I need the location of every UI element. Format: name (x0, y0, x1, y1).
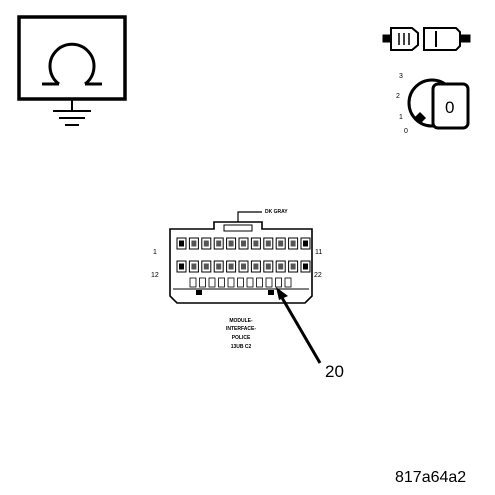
latch-slot (189, 277, 197, 288)
connector-plug-icon (382, 27, 471, 51)
pin-label-12: 12 (151, 272, 159, 279)
cavity-terminal (203, 240, 209, 247)
latch-slot (256, 277, 263, 288)
connector-face (169, 211, 313, 304)
cavity-terminal (303, 263, 308, 270)
cavity-terminal (303, 240, 308, 247)
latch-slot (275, 277, 282, 288)
latch-slot (237, 277, 244, 288)
latch-slot (199, 277, 206, 288)
ignition-position-2: 2 (396, 93, 400, 100)
cavity-terminal (253, 263, 259, 270)
pin-label-1: 1 (153, 249, 157, 256)
figure-id: 817a64a2 (395, 469, 466, 486)
ignition-cylinder-label: 0 (445, 98, 454, 117)
cavity-terminal (278, 240, 284, 247)
ignition-position-1: 1 (399, 114, 403, 121)
cavity-terminal (216, 240, 222, 247)
ignition-position-0: 0 (404, 128, 408, 135)
connector-cavities (176, 237, 311, 288)
cavity-terminal (265, 240, 271, 247)
cavity-terminal (278, 263, 284, 270)
cavity-terminal (265, 263, 271, 270)
connector-caption-line-3: POLICE (232, 335, 251, 341)
cavity-terminal (228, 240, 234, 247)
cavity-terminal (241, 240, 246, 247)
connector-caption-line-1: MODULE- (229, 318, 253, 324)
cavity-terminal (191, 263, 197, 270)
latch-slot (246, 277, 254, 288)
callout-number: 20 (325, 362, 344, 381)
cavity-terminal (191, 240, 197, 247)
wire-color-label: DK GRAY (265, 209, 288, 215)
pin-label-22: 22 (314, 272, 322, 279)
latch-slot (284, 277, 292, 288)
latch-slot (227, 277, 235, 288)
cavity-terminal (290, 263, 296, 270)
ignition-position-3: 3 (399, 73, 403, 80)
cavity-terminal (228, 263, 234, 270)
latch-slot (265, 277, 273, 288)
ignition-switch-icon (407, 78, 470, 130)
cavity-terminal (253, 240, 259, 247)
cavity-terminal (241, 263, 246, 270)
cavity-terminal (179, 263, 184, 270)
latch-slot (208, 277, 216, 288)
connector-caption-line-4: 13UB C2 (231, 344, 252, 350)
cavity-terminal (179, 240, 184, 247)
pin-label-11: 11 (315, 249, 322, 256)
cavity-terminal (216, 263, 222, 270)
latch-slot (218, 277, 225, 288)
cavity-terminal (203, 263, 209, 270)
connector-caption-line-2: INTERFACE- (226, 326, 256, 332)
callout-arrow (276, 287, 322, 364)
cavity-terminal (290, 240, 296, 247)
ohm-ground-icon (17, 15, 127, 126)
